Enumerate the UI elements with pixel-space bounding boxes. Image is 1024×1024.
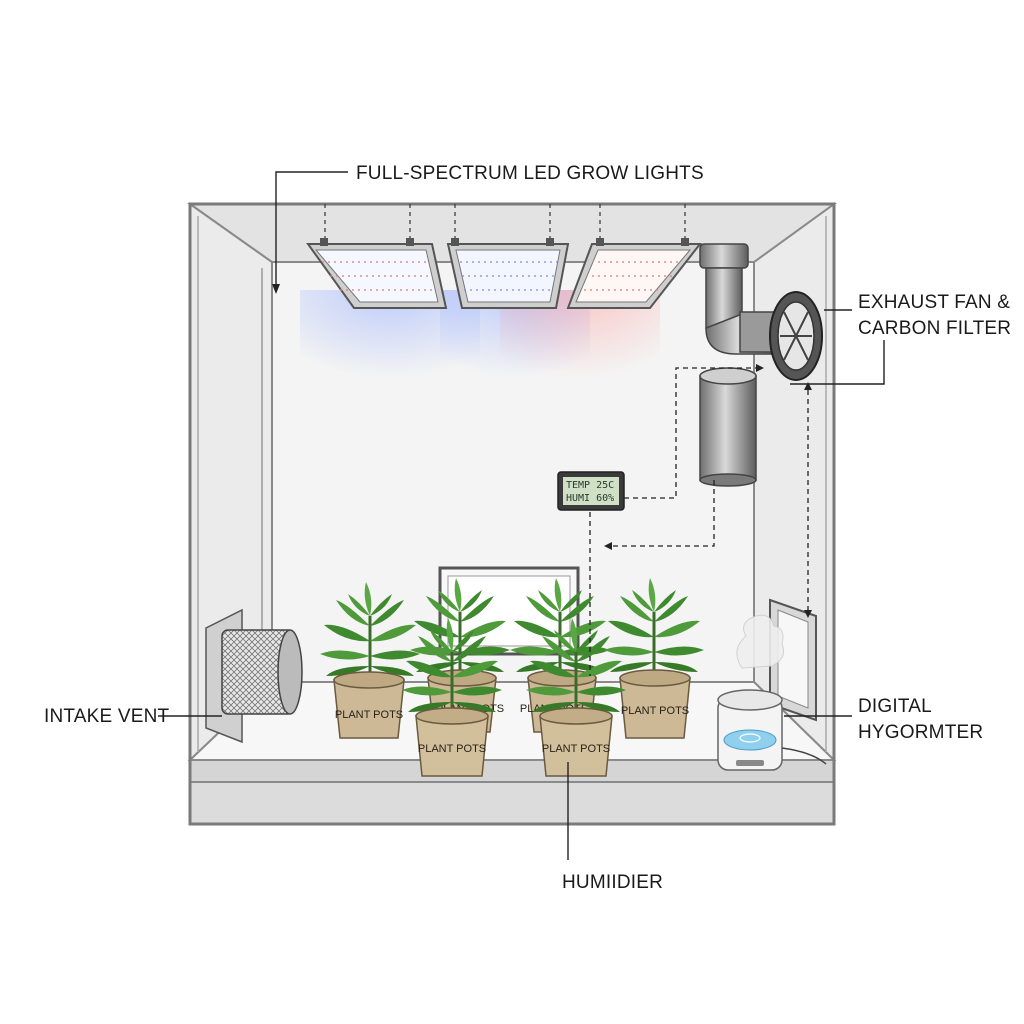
- led-grow-lights: [300, 204, 703, 400]
- label-hygrometer-line-2: HYGORMTER: [858, 722, 983, 743]
- back-wall-window: [438, 566, 580, 656]
- label-intake-vent: INTAKE VENT: [44, 706, 170, 727]
- led-panel-2: [446, 238, 570, 309]
- pot-label: PLANT POTS: [418, 743, 486, 755]
- pot-label: PLANT POTS: [542, 743, 610, 755]
- label-humidifier: HUMIIDIER: [562, 872, 663, 893]
- plant-pot-back-4: PLANT POTS: [602, 576, 706, 739]
- right-wall-vent-window: [769, 598, 817, 722]
- thermo-hygrometer-display: TEMP 25C HUMI 60%: [557, 471, 625, 511]
- callout-humidifier: HUMIIDIER: [562, 762, 663, 893]
- pot-label: PLANT POTS: [621, 705, 689, 717]
- callout-lights: FULL-SPECTRUM LED GROW LIGHTS: [272, 163, 704, 294]
- plant-pot-back-1: PLANT POTS: [318, 580, 422, 739]
- led-panel-3: [566, 238, 703, 309]
- label-hygrometer-line-1: DIGITAL: [858, 696, 932, 717]
- callout-intake: INTAKE VENT: [44, 706, 222, 727]
- exhaust-fan-and-carbon-filter: [699, 243, 823, 487]
- thermo-line-2: HUMI 60%: [566, 493, 614, 504]
- callout-hygrometer: DIGITAL HYGORMTER: [784, 696, 983, 743]
- thermo-line-1: TEMP 25C: [566, 480, 614, 491]
- exhaust-fan: [769, 291, 823, 381]
- plant-group: PLANT POTS PLANT POTS PLANT POTS PLANT P…: [318, 576, 706, 777]
- label-led-grow-lights: FULL-SPECTRUM LED GROW LIGHTS: [356, 163, 704, 184]
- pot-label: PLANT POTS: [335, 709, 403, 721]
- carbon-filter: [699, 367, 757, 487]
- plant-pot-front-2: PLANT POTS: [524, 616, 628, 777]
- humidifier-unit: [717, 614, 827, 771]
- label-exhaust-line-1: EXHAUST FAN &: [858, 292, 1010, 313]
- airflow-lines: [589, 364, 812, 676]
- label-exhaust-line-2: CARBON FILTER: [858, 318, 1011, 339]
- callout-exhaust: EXHAUST FAN & CARBON FILTER: [790, 292, 1011, 385]
- intake-vent: [205, 608, 303, 744]
- led-panel-1: [306, 238, 448, 309]
- plant-pot-front-1: PLANT POTS: [400, 616, 504, 777]
